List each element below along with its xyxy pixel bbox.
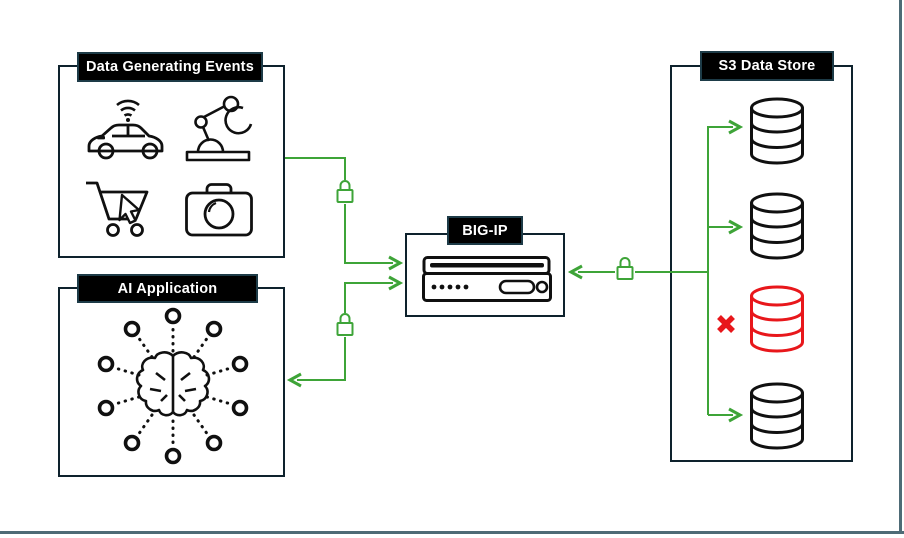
connected-car-icon bbox=[87, 99, 164, 160]
big-ip-label: BIG-IP bbox=[447, 216, 523, 245]
brain-network-icon bbox=[97, 307, 249, 465]
s3-bucket-icon-4 bbox=[750, 382, 804, 450]
s3-bucket-icon-1 bbox=[750, 97, 804, 165]
robot-arm-icon bbox=[185, 95, 253, 162]
data-generating-events-label: Data Generating Events bbox=[77, 52, 263, 82]
s3-data-store-label-text: S3 Data Store bbox=[718, 58, 816, 74]
connection-dge-to-bigip bbox=[285, 157, 404, 271]
ai-application-box bbox=[58, 287, 285, 477]
blocked-x-icon bbox=[717, 315, 735, 333]
ai-application-label: AI Application bbox=[77, 274, 258, 303]
s3-bucket-icon-3-blocked bbox=[750, 285, 804, 353]
big-ip-label-text: BIG-IP bbox=[462, 222, 508, 239]
data-generating-events-label-text: Data Generating Events bbox=[86, 59, 254, 75]
ai-application-label-text: AI Application bbox=[117, 280, 218, 297]
lock-icon-bigip-ai bbox=[335, 313, 355, 337]
s3-data-store-box bbox=[670, 65, 853, 462]
big-ip-box bbox=[405, 233, 565, 317]
data-generating-events-box bbox=[58, 65, 285, 258]
frame-right-line bbox=[899, 0, 902, 534]
lock-icon-dge-bigip bbox=[335, 180, 355, 204]
connection-bigip-to-ai bbox=[286, 275, 404, 388]
camera-icon bbox=[185, 183, 253, 237]
s3-bucket-icon-2 bbox=[750, 192, 804, 260]
network-appliance-icon bbox=[422, 256, 552, 302]
frame-bottom-line bbox=[0, 531, 904, 534]
lock-icon-s3-bigip bbox=[615, 257, 635, 281]
s3-data-store-label: S3 Data Store bbox=[700, 51, 834, 81]
shopping-cart-icon bbox=[86, 181, 149, 237]
